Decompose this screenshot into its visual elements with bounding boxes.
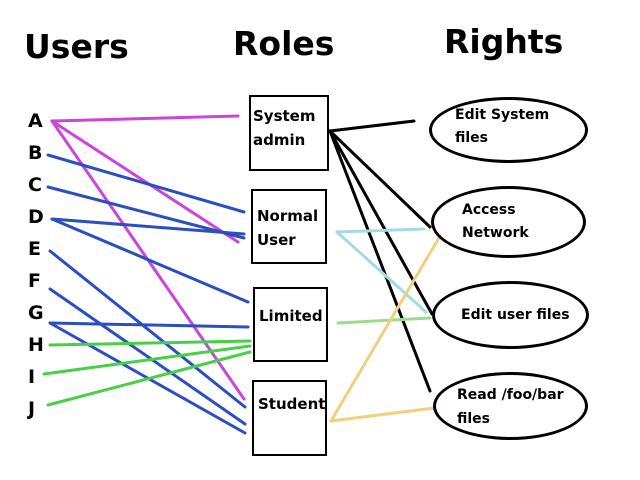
right-label-read-foo-bar-files-line2: files (457, 411, 491, 427)
role-right-line-normal-user-access-network (335, 227, 426, 234)
user-role-line-e-student (48, 249, 247, 409)
right-label-edit-user-files: Edit user files (461, 307, 570, 323)
role-box-student (252, 380, 327, 456)
right-oval-access-network (431, 186, 586, 258)
user-role-line-i-limited (42, 344, 252, 376)
role-label-student: Student (258, 395, 326, 413)
user-role-line-g-limited (48, 321, 250, 329)
user-role-line-a-normal-user (50, 119, 240, 244)
role-right-line-student-read-foo-bar-files (329, 406, 436, 423)
role-label-system-admin-line1: System (253, 107, 316, 125)
right-oval-edit-user-files (432, 281, 589, 349)
role-label-system-admin-line2: admin (253, 131, 306, 149)
right-label-access-network-line1: Access (462, 202, 516, 218)
user-label-f: F (28, 270, 41, 292)
role-right-line-limited-edit-user-files (336, 316, 432, 325)
user-role-line-d-normal-user (50, 217, 246, 236)
role-right-line-system-admin-read-foo-bar-files (328, 129, 432, 393)
user-role-line-a-system-admin (50, 114, 240, 123)
user-role-line-b-normal-user (46, 153, 246, 214)
user-label-j: J (28, 398, 36, 420)
right-oval-edit-system-files (429, 97, 588, 163)
user-label-e: E (28, 238, 41, 260)
user-label-g: G (28, 302, 44, 324)
right-oval-read-foo-bar-files (433, 372, 588, 440)
users-heading: Users (24, 27, 129, 66)
user-role-line-f-student (48, 287, 247, 426)
user-role-line-h-limited (48, 339, 252, 347)
role-box-limited (253, 287, 328, 362)
role-right-line-system-admin-access-network (328, 129, 432, 229)
right-label-edit-system-files-line1: Edit System (455, 107, 550, 123)
role-right-line-system-admin-edit-system-files (328, 119, 416, 133)
role-right-line-student-access-network (329, 234, 442, 423)
user-label-d: D (28, 206, 44, 228)
rights-heading: Rights (444, 22, 564, 61)
role-right-line-normal-user-edit-user-files (335, 230, 428, 314)
user-label-i: I (28, 366, 36, 388)
right-label-read-foo-bar-files-line1: Read /foo/bar (457, 387, 564, 403)
right-label-access-network-line2: Network (462, 225, 529, 241)
role-box-normal-user (251, 189, 327, 264)
role-right-line-system-admin-edit-user-files (328, 129, 434, 316)
right-label-edit-system-files-line2: files (455, 130, 489, 146)
role-label-normal-user-line1: Normal (257, 207, 319, 225)
role-box-system-admin (249, 95, 329, 171)
roles-heading: Roles (233, 24, 335, 63)
user-role-line-j-limited (46, 350, 252, 407)
user-label-a: A (28, 110, 43, 132)
user-role-line-c-normal-user (46, 185, 246, 240)
role-label-normal-user-line2: User (257, 231, 296, 249)
user-label-c: C (28, 174, 42, 196)
user-role-line-d-limited (50, 217, 250, 304)
user-label-h: H (28, 334, 44, 356)
user-label-b: B (28, 142, 43, 164)
role-label-limited: Limited (259, 307, 323, 325)
